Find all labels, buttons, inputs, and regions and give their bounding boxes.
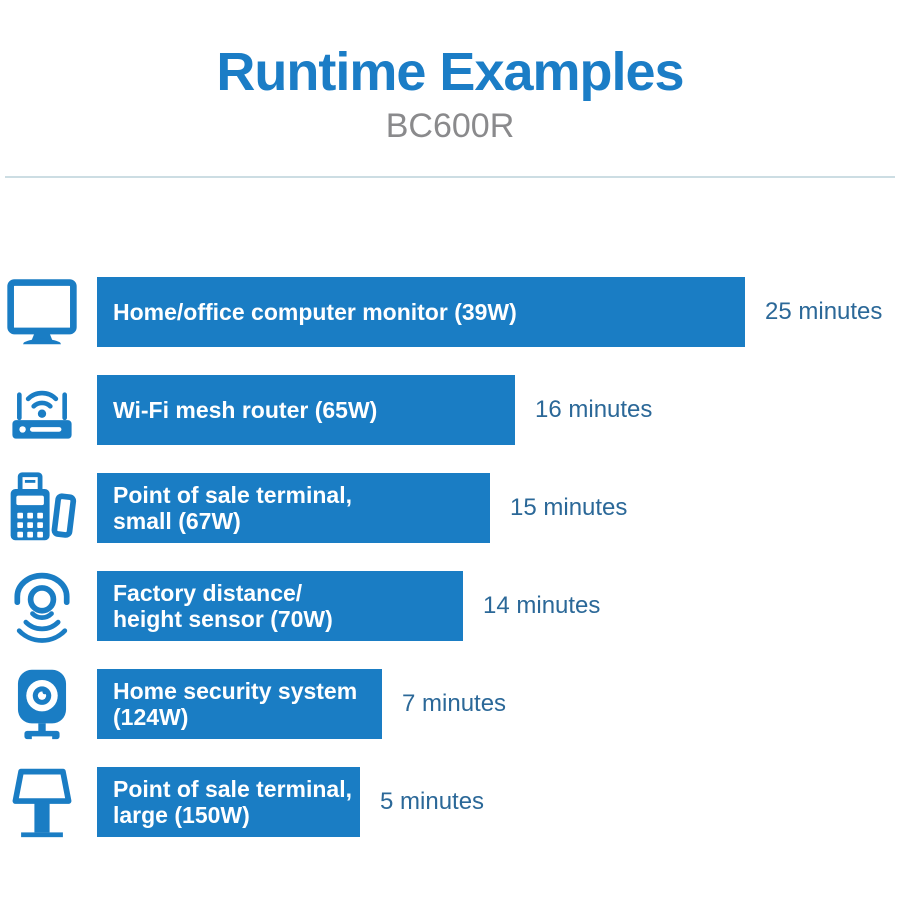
distance-height-sensor-icon [2,566,82,646]
pos-terminal-small-icon [2,468,82,548]
runtime-bar: Point of sale terminal,large (150W) [97,767,360,837]
runtime-rows: Home/office computer monitor (39W) 25 min… [0,277,900,865]
device-label: Wi-Fi mesh router (65W) [113,397,378,423]
pos-terminal-large-icon [2,762,82,842]
runtime-bar: Home/office computer monitor (39W) [97,277,745,347]
runtime-bar: Home security system(124W) [97,669,382,739]
desktop-monitor-icon [2,272,82,352]
runtime-row: Home/office computer monitor (39W) 25 min… [0,277,900,347]
runtime-minutes-label: 7 minutes [402,690,507,717]
wifi-router-icon [2,370,82,450]
runtime-row: Factory distance/height sensor (70W) 14 m… [0,571,900,643]
device-label: Point of sale terminal,small (67W) [113,482,352,534]
runtime-row: Wi-Fi mesh router (65W) 16 minutes [0,375,900,445]
runtime-minutes-label: 14 minutes [483,592,601,619]
security-camera-icon [2,664,82,744]
header: Runtime Examples BC600R [0,44,900,144]
runtime-row: Point of sale terminal,small (67W) 15 min… [0,472,900,543]
runtime-row: Home security system(124W) 7 minutes [0,669,900,740]
device-label: Home/office computer monitor (39W) [113,299,517,325]
title-divider [5,176,895,178]
device-label: Factory distance/height sensor (70W) [113,580,333,632]
runtime-bar: Wi-Fi mesh router (65W) [97,375,515,445]
runtime-minutes-label: 16 minutes [535,396,653,423]
runtime-bar: Point of sale terminal,small (67W) [97,473,490,543]
runtime-row: Point of sale terminal,large (150W) 5 min… [0,767,900,838]
model-subtitle: BC600R [385,106,515,145]
device-label: Point of sale terminal,large (150W) [113,776,352,828]
page-title: Runtime Examples [216,42,684,102]
runtime-minutes-label: 15 minutes [510,494,628,521]
runtime-minutes-label: 5 minutes [380,788,485,815]
runtime-minutes-label: 25 minutes [765,298,883,325]
runtime-bar: Factory distance/height sensor (70W) [97,571,463,641]
device-label: Home security system(124W) [113,678,358,730]
